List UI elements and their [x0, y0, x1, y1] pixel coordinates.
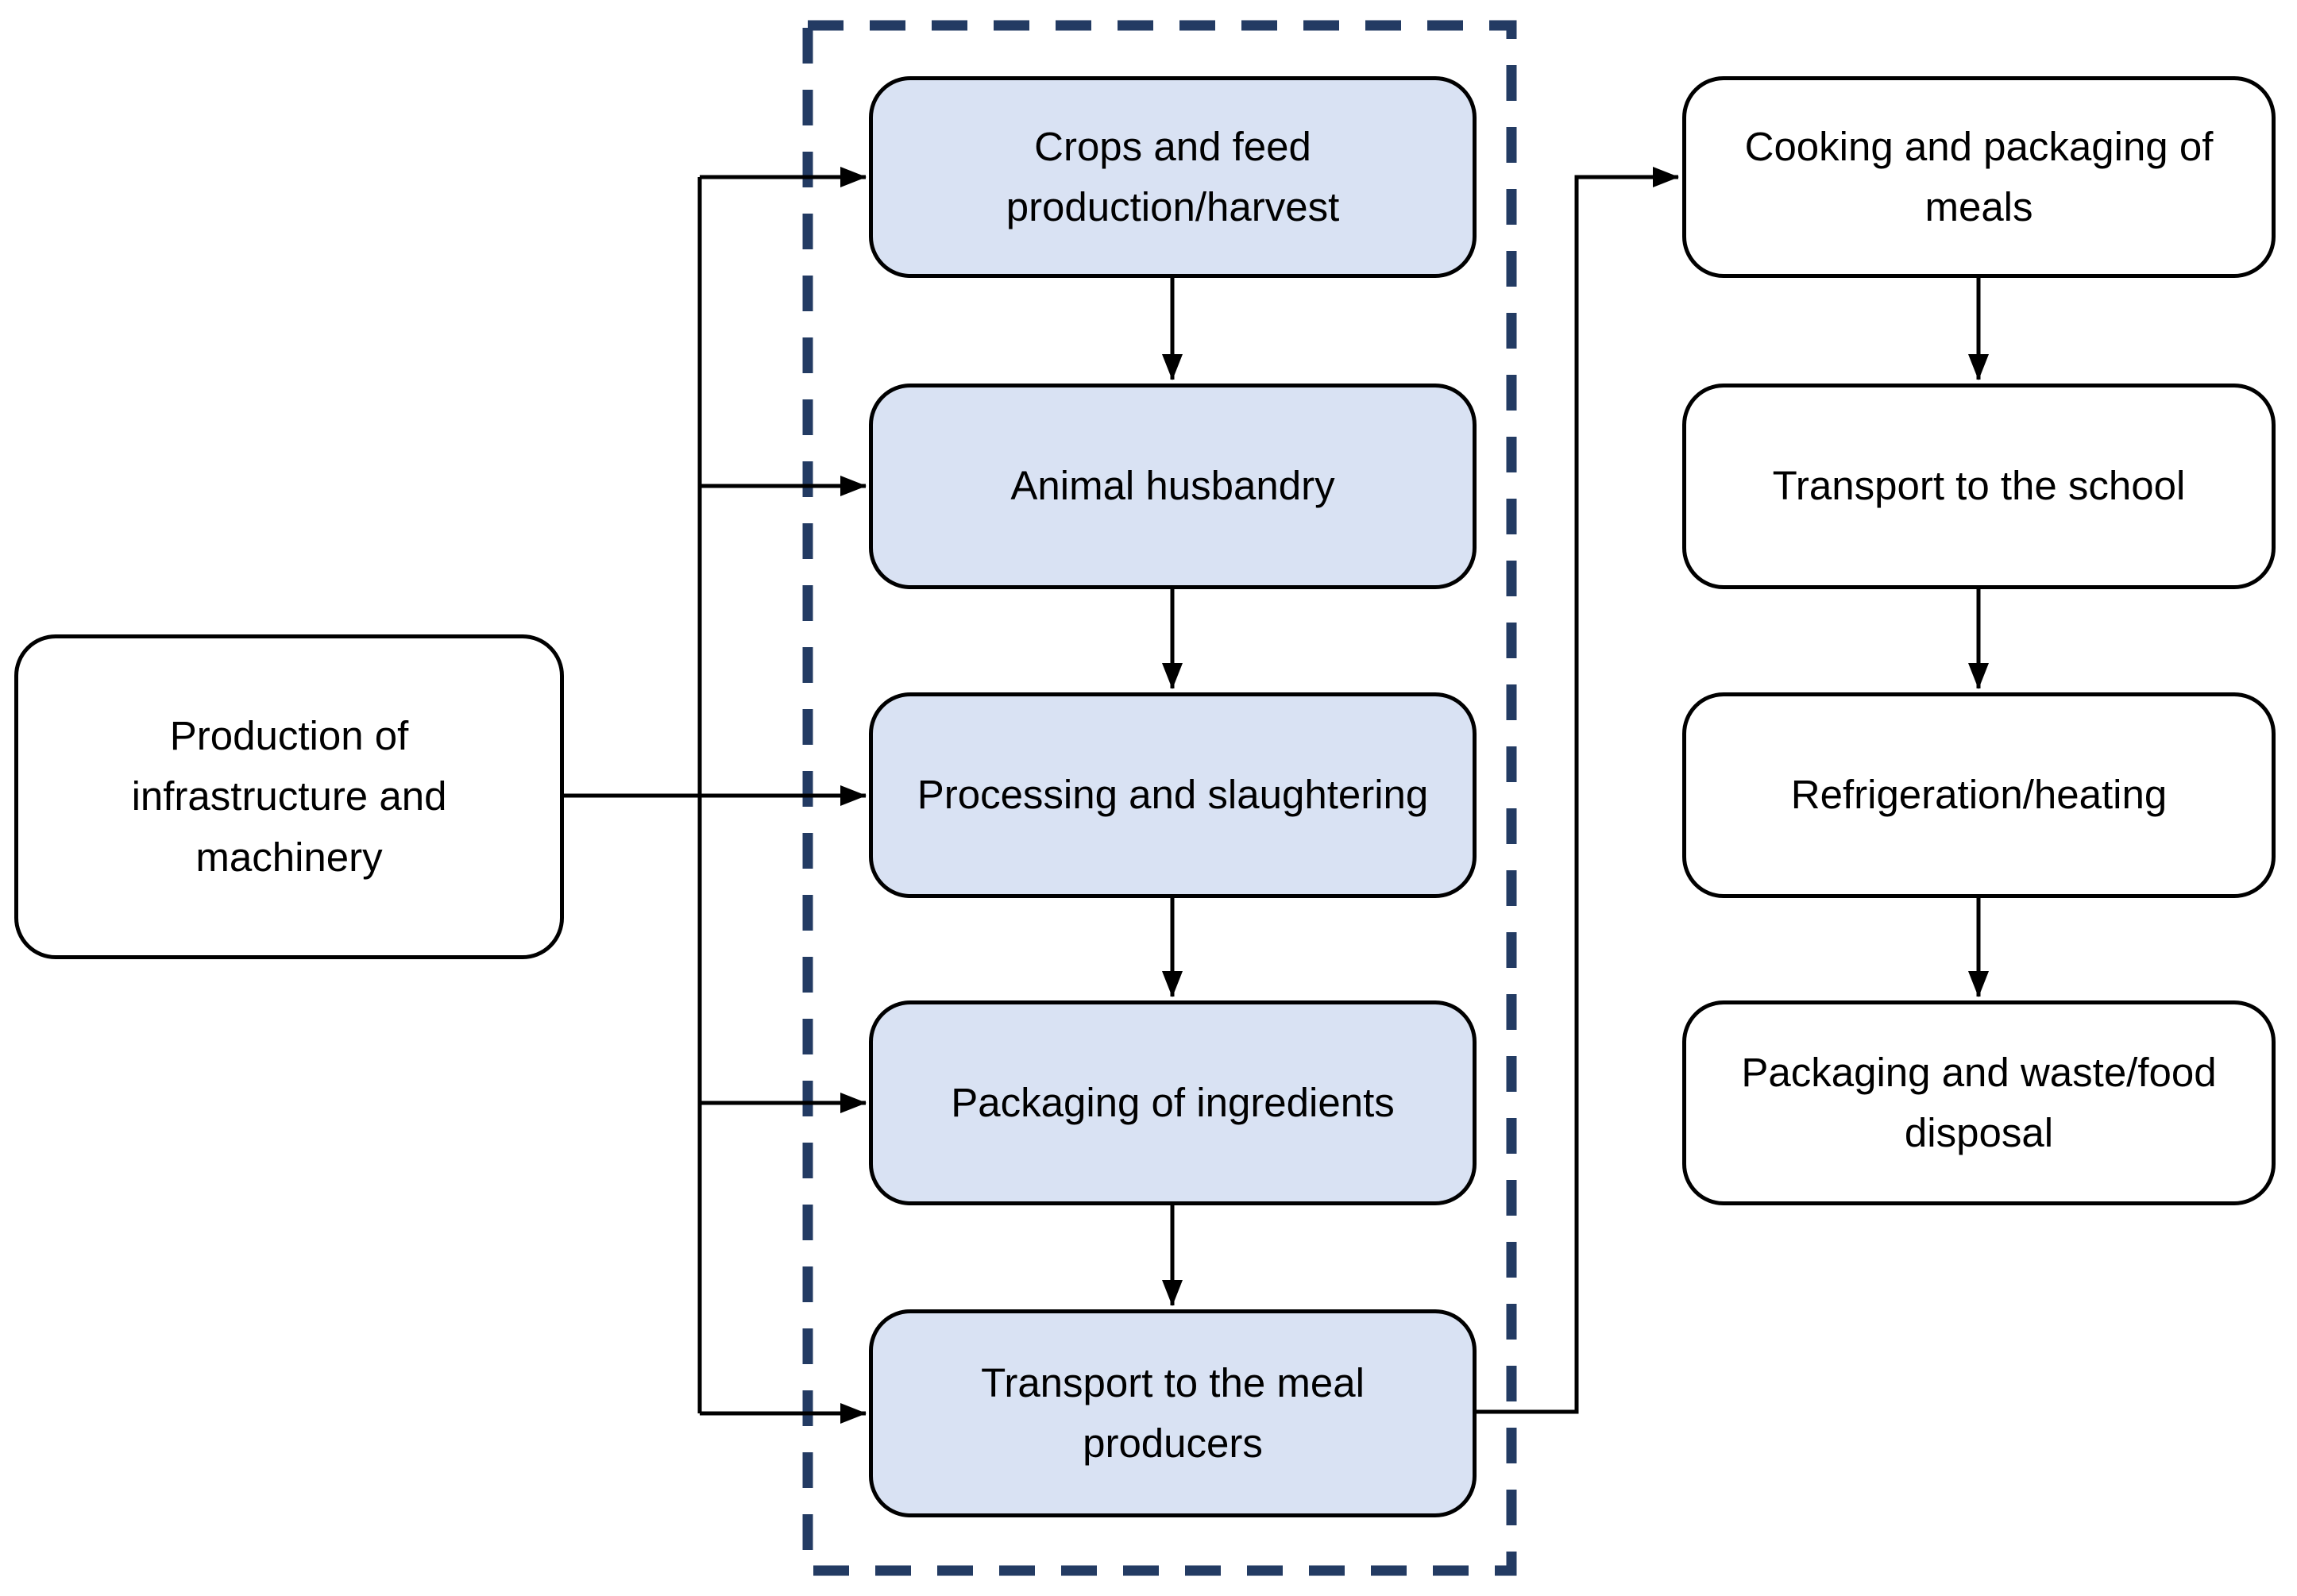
node-processing-slaughtering: Processing and slaughtering — [869, 692, 1477, 898]
node-refrigeration-heating-label: Refrigeration/heating — [1790, 772, 2168, 818]
node-animal-husbandry-label: Animal husbandry — [1010, 463, 1335, 509]
node-refrigeration-heating: Refrigeration/heating — [1682, 692, 2276, 898]
node-cooking-packaging-meals-label: Cooking and packaging of meals — [1744, 123, 2214, 230]
node-transport-meal-producers-label: Transport to the meal producers — [981, 1359, 1365, 1467]
node-transport-school-label: Transport to the school — [1772, 463, 2186, 509]
node-processing-slaughtering-label: Processing and slaughtering — [917, 772, 1429, 818]
node-production-infrastructure-label: Production of infrastructure and machine… — [131, 712, 447, 880]
node-animal-husbandry: Animal husbandry — [869, 384, 1477, 589]
node-cooking-packaging-meals: Cooking and packaging of meals — [1682, 76, 2276, 278]
node-transport-meal-producers: Transport to the meal producers — [869, 1309, 1477, 1517]
edge-transport-to-cooking — [1477, 167, 1679, 1414]
node-production-infrastructure: Production of infrastructure and machine… — [14, 634, 564, 959]
node-transport-school: Transport to the school — [1682, 384, 2276, 589]
node-crops-feed-label: Crops and feed production/harvest — [1006, 123, 1340, 230]
node-crops-feed: Crops and feed production/harvest — [869, 76, 1477, 278]
system-boundary-dashed — [802, 20, 1517, 1576]
node-packaging-waste-disposal-label: Packaging and waste/food disposal — [1741, 1049, 2217, 1156]
node-packaging-ingredients-label: Packaging of ingredients — [951, 1079, 1395, 1125]
node-packaging-waste-disposal: Packaging and waste/food disposal — [1682, 1000, 2276, 1205]
node-packaging-ingredients: Packaging of ingredients — [869, 1000, 1477, 1205]
